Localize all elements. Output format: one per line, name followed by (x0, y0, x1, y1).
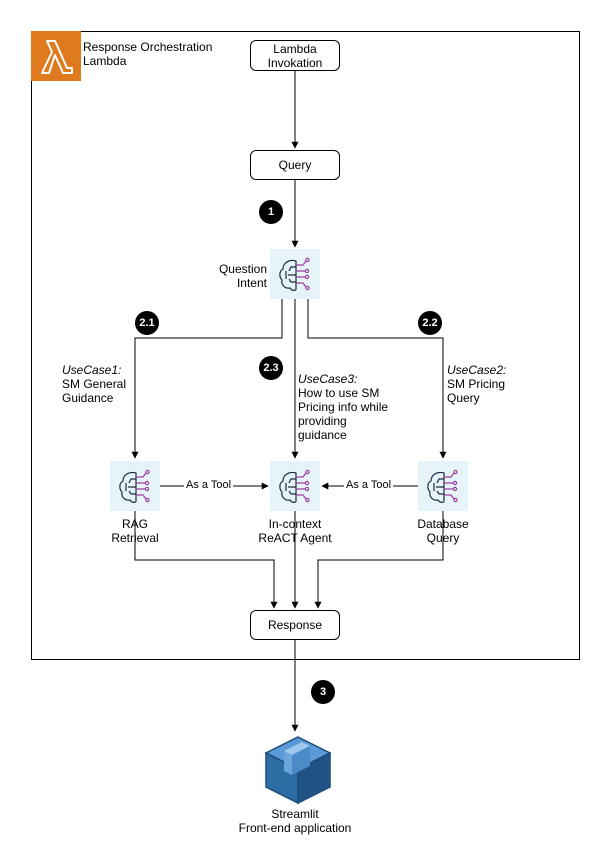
use-case-3-title: UseCase3: (298, 372, 358, 386)
question-intent-label: Question Intent (218, 262, 267, 290)
database-query-label: Database Query (417, 517, 469, 545)
question-intent-icon[interactable] (270, 249, 320, 299)
rag-retrieval-label: RAG Retrieval (111, 517, 159, 545)
use-case-1-title: UseCase1: (62, 363, 122, 377)
edge-db-to-response (314, 511, 444, 609)
response-node[interactable]: Response (250, 610, 340, 640)
use-case-1-note: UseCase1: SM General Guidance (62, 363, 137, 405)
step-badge-1: 1 (259, 200, 283, 224)
lambda-invocation-node[interactable]: Lambda Invokation (250, 40, 340, 71)
step-badge-2-1: 2.1 (135, 311, 159, 335)
step-badge-2-3: 2.3 (259, 356, 283, 380)
use-case-3-note: UseCase3: How to use SM Pricing info whi… (298, 372, 408, 442)
use-case-2-note: UseCase2: SM Pricing Query (447, 363, 537, 405)
query-node[interactable]: Query (250, 150, 340, 180)
use-case-2-text: SM Pricing Query (447, 377, 506, 405)
use-case-3-text: How to use SM Pricing info while providi… (298, 386, 389, 442)
lambda-container (31, 31, 580, 660)
use-case-1-text: SM General Guidance (62, 377, 127, 405)
db-as-tool-label: As a Tool (344, 479, 394, 492)
aws-lambda-icon (31, 31, 81, 81)
database-query-icon[interactable] (418, 461, 468, 511)
in-context-agent-icon[interactable] (270, 461, 320, 511)
step-badge-3: 3 (311, 680, 335, 704)
rag-retrieval-icon[interactable] (110, 461, 160, 511)
step-badge-2-2: 2.2 (418, 311, 442, 335)
use-case-2-title: UseCase2: (447, 363, 507, 377)
edge-rag-to-response (134, 511, 278, 609)
container-label: Response Orchestration Lambda (83, 40, 213, 68)
edge-intent-to-db (307, 299, 447, 459)
in-context-agent-label: In-context ReACT Agent (258, 517, 332, 545)
edge-intent-to-rag (131, 299, 283, 459)
rag-as-tool-label: As a Tool (184, 479, 234, 492)
streamlit-cube-icon[interactable] (262, 733, 334, 805)
streamlit-label: Streamlit Front-end application (238, 807, 352, 835)
